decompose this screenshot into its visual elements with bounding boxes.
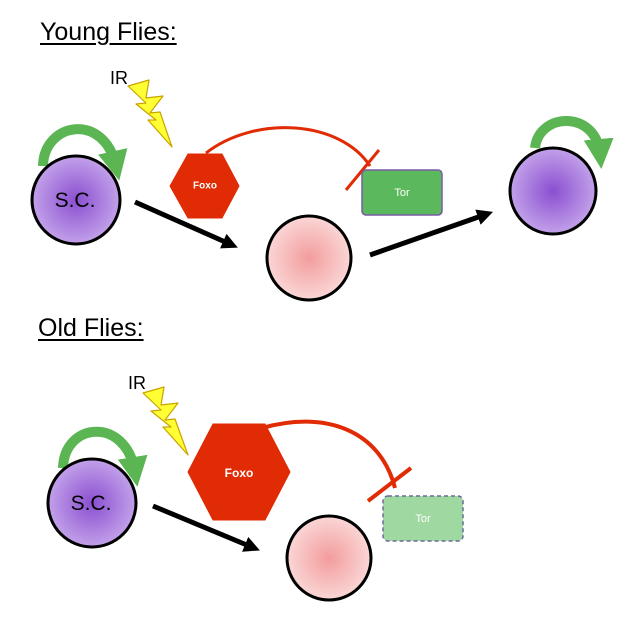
progenitor-cell-old [285, 514, 373, 602]
old-flies-heading: Old Flies: [38, 314, 144, 342]
stem-cell-young-restored [508, 146, 598, 236]
irradiation-label-young: IR [110, 68, 128, 88]
foxo-label-old: Foxo [224, 466, 254, 480]
foxo-inhibition-bar-old [366, 466, 413, 503]
stem-cell-young [30, 154, 122, 246]
tor-label-old: Tor [415, 513, 431, 525]
stem-cell-label-young: S.C. [54, 189, 96, 212]
lightning-bolt-old-icon [142, 386, 189, 456]
foxo-hexagon-young [169, 153, 240, 219]
tor-label-young: Tor [394, 187, 410, 199]
stem-cell-old [46, 457, 138, 549]
lightning-bolt-icon [127, 79, 173, 148]
progenitor-cell-young [265, 214, 353, 302]
foxo-label-young: Foxo [193, 180, 217, 192]
differentiation-arrow-young [133, 199, 238, 249]
dedifferentiation-arrow-young [369, 209, 494, 258]
foxo-inhibition-line-young [205, 126, 372, 167]
stem-cell-label-old: S.C. [70, 492, 112, 515]
tor-box-young [361, 169, 443, 216]
foxo-inhibition-line-old [261, 419, 397, 489]
foxo-hexagon-old [187, 423, 291, 521]
tor-box-old [382, 495, 464, 542]
self-renewal-arrow-old-icon [58, 426, 148, 487]
self-renewal-arrow-right-icon [530, 116, 614, 169]
irradiation-label-old: IR [128, 373, 146, 393]
differentiation-arrow-old [152, 503, 260, 552]
young-flies-heading: Young Flies: [40, 18, 177, 46]
foxo-inhibition-bar-young [344, 149, 381, 191]
self-renewal-arrow-icon [38, 124, 128, 181]
